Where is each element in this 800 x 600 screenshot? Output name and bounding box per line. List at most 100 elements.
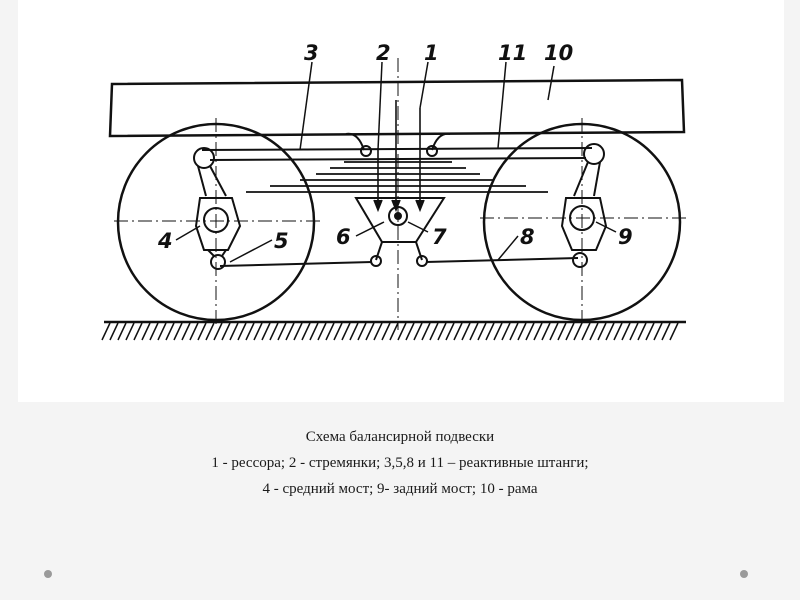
ground-hatch-line (413, 322, 423, 341)
ground-hatch-line (141, 322, 151, 341)
ground-hatch-line (549, 322, 559, 341)
label-1: 1 (424, 41, 439, 65)
ground-hatch-line (589, 322, 599, 341)
ground-hatch-line (333, 322, 343, 341)
caption: Схема балансирной подвески 1 - рессора; … (0, 424, 800, 502)
ground-hatch-line (581, 322, 591, 341)
ground-hatch-line (461, 322, 471, 341)
ground-hatch-line (501, 322, 511, 341)
ground-hatch-line (341, 322, 351, 341)
ground-hatch-line (621, 322, 631, 341)
rod-3 (201, 147, 593, 151)
label-8: 8 (520, 225, 535, 249)
ground-hatch-line (109, 322, 119, 341)
ground-hatch-line (605, 322, 615, 341)
ground-hatch-line (173, 322, 183, 341)
ground-hatch-line (525, 322, 535, 341)
caption-title: Схема балансирной подвески (305, 429, 495, 445)
ground-hatch-line (301, 322, 311, 341)
axle-middle (193, 147, 242, 270)
ground-hatch-line (165, 322, 175, 341)
prev-dot-icon[interactable] (44, 570, 52, 578)
figure-panel: 3 2 1 11 10 4 5 6 7 8 9 (18, 0, 784, 402)
ground-hatch-line (397, 322, 407, 341)
label-10: 10 (544, 41, 573, 65)
ground-hatch-line (645, 322, 655, 341)
ground-hatch-line (117, 322, 127, 341)
label-6: 6 (336, 225, 351, 249)
rod-8 (425, 257, 579, 263)
ground-hatch-line (485, 322, 495, 341)
ground-hatch-line (453, 322, 463, 341)
ground-hatch-line (613, 322, 623, 341)
ground-hatch-line (277, 322, 287, 341)
ground-hatch-line (541, 322, 551, 341)
axle-rear (560, 143, 608, 268)
ground-hatch-line (245, 322, 255, 341)
ground-hatch-line (653, 322, 663, 341)
ground-hatch-line (661, 322, 671, 341)
ground-hatch-line (373, 322, 383, 341)
ground-hatch-line (133, 322, 143, 341)
ground-hatch-line (421, 322, 431, 341)
ground-hatch-line (253, 322, 263, 341)
ground-hatch-line (517, 322, 527, 341)
ground-hatch-line (125, 322, 135, 341)
ground-hatch-line (533, 322, 543, 341)
label-11: 11 (498, 41, 527, 65)
suspension-diagram: 3 2 1 11 10 4 5 6 7 8 9 (101, 41, 688, 341)
ground-hatch-line (349, 322, 359, 341)
caption-line-2: 4 - средний мост; 9- задний мост; 10 - р… (262, 481, 538, 497)
ground-hatch-line (573, 322, 583, 341)
leaf-spring (246, 161, 548, 193)
ground-hatch-line (205, 322, 215, 341)
ground-hatch-line (493, 322, 503, 341)
ground-hatch-line (437, 322, 447, 341)
label-9: 9 (618, 225, 633, 249)
ground-hatch-line (221, 322, 231, 341)
ground-hatch-line (669, 322, 679, 341)
ground-hatch-line (149, 322, 159, 341)
ground-hatch-line (197, 322, 207, 341)
ground-hatch-line (357, 322, 367, 341)
ground-hatch (101, 322, 679, 341)
ground-hatch-line (101, 322, 111, 341)
ground-hatch-line (237, 322, 247, 341)
ground-hatch-line (309, 322, 319, 341)
ground-hatch-line (181, 322, 191, 341)
ground-hatch-line (213, 322, 223, 341)
label-7: 7 (432, 225, 447, 249)
ground-hatch-line (629, 322, 639, 341)
ground-hatch-line (229, 322, 239, 341)
label-5: 5 (274, 229, 289, 253)
ground-hatch-line (269, 322, 279, 341)
ground-hatch-line (293, 322, 303, 341)
ground-hatch-line (429, 322, 439, 341)
label-3: 3 (304, 41, 319, 65)
ground-hatch-line (405, 322, 415, 341)
ground-hatch-line (469, 322, 479, 341)
caption-line-1: 1 - рессора; 2 - стремянки; 3,5,8 и 11 –… (211, 455, 589, 471)
ground-hatch-line (597, 322, 607, 341)
label-2: 2 (376, 41, 391, 65)
ground-hatch-line (389, 322, 399, 341)
label-4: 4 (157, 229, 173, 253)
balancer-bracket (354, 197, 446, 243)
ground-hatch-line (445, 322, 455, 341)
ground-hatch-line (565, 322, 575, 341)
ground-hatch-line (365, 322, 375, 341)
ground-hatch-line (157, 322, 167, 341)
rod-5 (219, 261, 373, 267)
ground-hatch-line (509, 322, 519, 341)
ground-hatch-line (261, 322, 271, 341)
ground-hatch-line (381, 322, 391, 341)
stirrups (373, 100, 425, 213)
frame (108, 78, 686, 138)
ground-hatch-line (557, 322, 567, 341)
ground-hatch-line (317, 322, 327, 341)
ground-hatch-line (325, 322, 335, 341)
ground-hatch-line (637, 322, 647, 341)
ground-hatch-line (285, 322, 295, 341)
ground-hatch-line (189, 322, 199, 341)
next-dot-icon[interactable] (740, 570, 748, 578)
